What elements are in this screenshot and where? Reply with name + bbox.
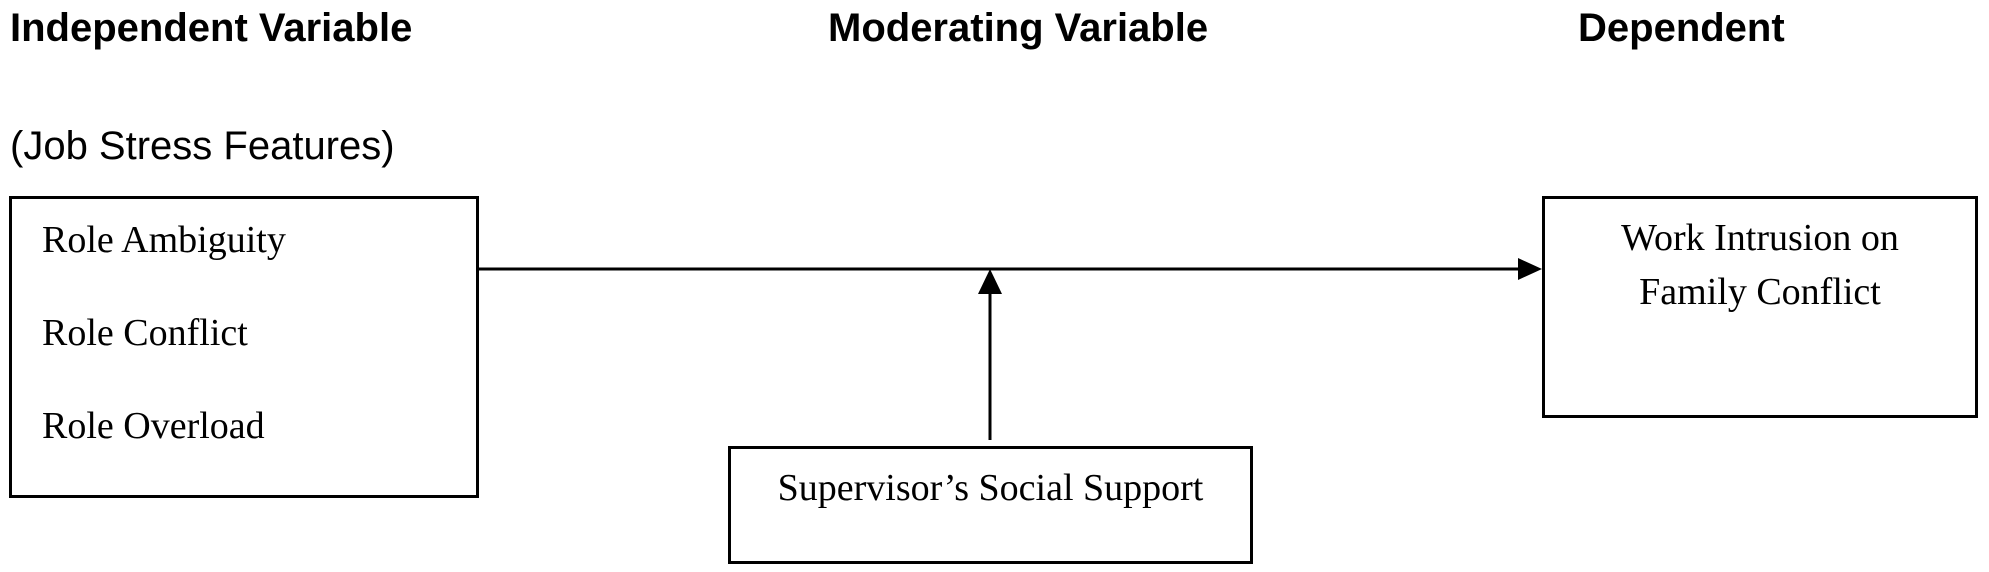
header-dependent: Dependent — [1578, 6, 1785, 50]
item-role-overload: Role Overload — [42, 405, 265, 447]
dependent-text-line-1: Work Intrusion on — [1621, 217, 1899, 259]
subheader-job-stress-features: (Job Stress Features) — [10, 124, 395, 168]
moderator-label: Supervisor’s Social Support — [777, 467, 1204, 509]
main-arrowhead — [1518, 258, 1542, 280]
dependent-text-line-2: Family Conflict — [1639, 271, 1881, 313]
item-role-conflict: Role Conflict — [42, 312, 248, 354]
dependent-variable-box: Work Intrusion on Family Conflict — [1542, 196, 1978, 418]
moderating-variable-box: Supervisor’s Social Support — [728, 446, 1253, 564]
header-independent-variable: Independent Variable — [10, 6, 413, 50]
moderator-arrowhead — [978, 269, 1002, 294]
independent-variable-box: Role Ambiguity Role Conflict Role Overlo… — [9, 196, 479, 498]
item-role-ambiguity: Role Ambiguity — [42, 219, 286, 261]
header-moderating-variable: Moderating Variable — [828, 6, 1209, 50]
